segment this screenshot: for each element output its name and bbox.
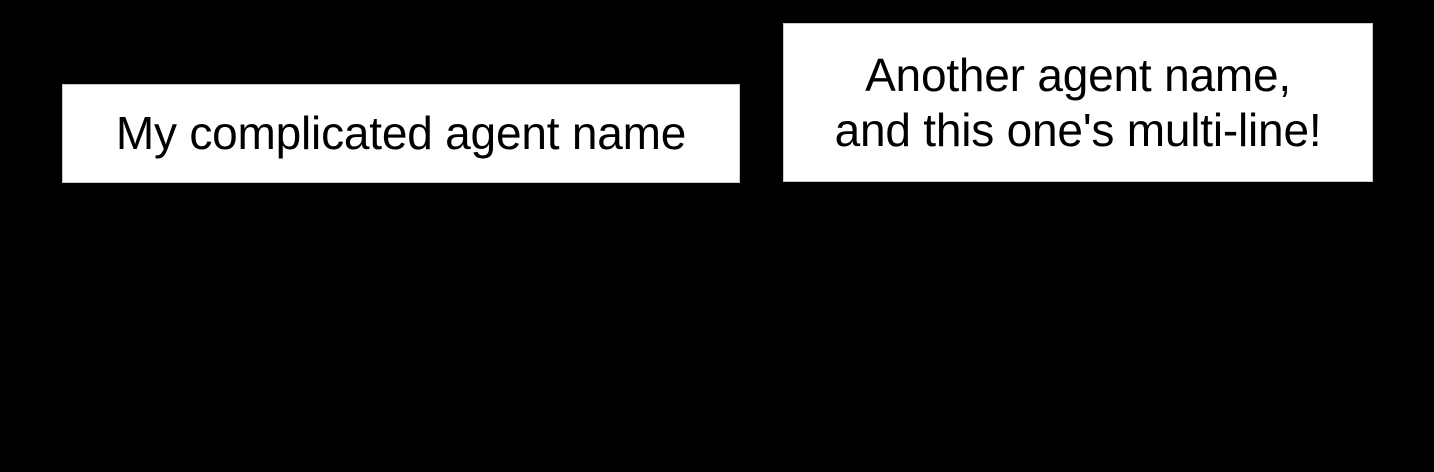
agent-node-2-label-line-2: and this one's multi-line! [834, 103, 1322, 156]
agent-node-1-label-line-1: My complicated agent name [115, 107, 687, 159]
agent-node-2[interactable]: Another agent name, and this one's multi… [783, 23, 1373, 182]
agent-node-1[interactable]: My complicated agent name [62, 84, 740, 183]
agent-node-2-label-line-1: Another agent name, [865, 48, 1291, 101]
